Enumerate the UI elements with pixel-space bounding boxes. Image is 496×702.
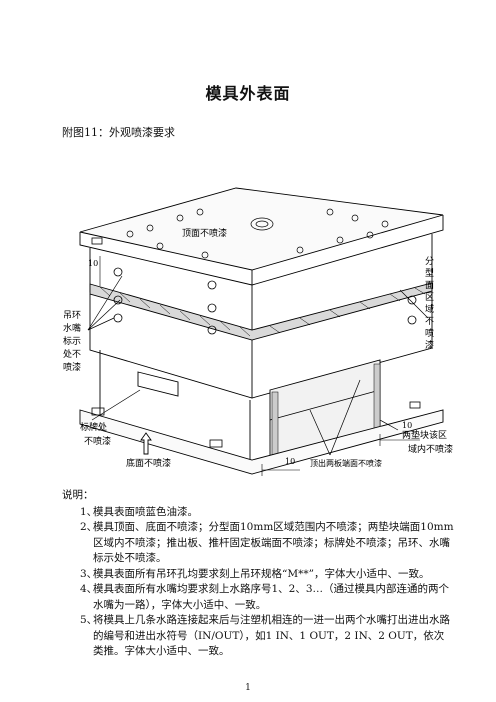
notes-heading: 说明： bbox=[62, 489, 94, 501]
top-plate-holes bbox=[126, 208, 389, 259]
note-text: 模具顶面、底面不喷漆；分型面10mm区域范围内不喷漆；两垫块端面10mm区域内不… bbox=[93, 521, 454, 564]
label-nameplate-1: 标牌处 bbox=[80, 421, 107, 433]
support-block-hatch bbox=[271, 391, 279, 461]
label-parting-7: 喷 bbox=[425, 328, 434, 339]
note-text: 模具表面喷蓝色油漆。 bbox=[93, 505, 198, 518]
page-number: 1 bbox=[245, 683, 251, 693]
label-parting-8: 漆 bbox=[425, 339, 434, 351]
dim-10-right: 10 bbox=[402, 421, 412, 430]
note-item: 5、 将模具上几条水路连接起来后与注塑机相连的一进一出两个水嘴打出进出水路的编号… bbox=[62, 613, 454, 660]
label-support-2: 域内不喷漆 bbox=[408, 443, 453, 455]
note-text: 将模具上几条水路连接起来后与注塑机相连的一进一出两个水嘴打出进出水路的编号和进出… bbox=[93, 614, 450, 657]
label-parting-2: 型 bbox=[425, 268, 434, 279]
dim-10-bottom: 10 bbox=[285, 457, 295, 466]
dim-10-left: 10 bbox=[88, 259, 98, 268]
label-hook-line-4: 处不 bbox=[63, 348, 81, 360]
nameplate bbox=[137, 371, 179, 397]
label-parting-3: 面 bbox=[425, 280, 434, 291]
leader-lines bbox=[87, 275, 429, 456]
label-hook-line-1: 吊环 bbox=[63, 310, 81, 321]
label-hook-line-2: 水嘴 bbox=[63, 322, 81, 334]
mold-drawing: 顶面不喷漆 吊环 水嘴 标示 处不 喷漆 分 型 面 区 域 不 喷 漆 标牌处… bbox=[63, 187, 453, 476]
note-number: 4、 bbox=[80, 583, 98, 595]
label-parting-1: 分 bbox=[425, 256, 434, 267]
label-bottom-no-paint: 底面不喷漆 bbox=[126, 457, 171, 469]
figure-caption: 附图11：外观喷漆要求 bbox=[62, 126, 175, 139]
note-number: 3、 bbox=[80, 567, 98, 580]
note-number: 2、 bbox=[80, 521, 98, 533]
label-parting-5: 域 bbox=[425, 303, 434, 315]
page-title: 模具外表面 bbox=[205, 84, 291, 103]
label-ejector-end: 顶出两板端面不喷漆 bbox=[310, 458, 382, 468]
side-holes bbox=[91, 237, 421, 448]
note-item: 2、 模具顶面、底面不喷漆；分型面10mm区域范围内不喷漆；两垫块端面10mm区… bbox=[62, 520, 454, 567]
note-text: 模具表面所有吊环孔均要求刻上吊环规格“M**”，字体大小适中、一致。 bbox=[93, 567, 430, 580]
note-text: 模具表面所有水嘴均要求刻上水路序号1、2、3…（通过模具内部连通的两个水嘴为一路… bbox=[93, 583, 450, 611]
note-number: 1、 bbox=[80, 505, 98, 518]
note-item: 1、 模具表面喷蓝色油漆。 bbox=[62, 505, 454, 521]
label-parting-6: 不 bbox=[425, 316, 434, 327]
label-nameplate-2: 不喷漆 bbox=[84, 435, 111, 447]
label-support-1: 两垫块该区 bbox=[402, 429, 447, 441]
label-top-no-paint: 顶面不喷漆 bbox=[182, 227, 227, 239]
dimension-lines bbox=[99, 256, 420, 476]
note-item: 4、 模具表面所有水嘴均要求刻上水路序号1、2、3…（通过模具内部连通的两个水嘴… bbox=[62, 582, 454, 613]
note-item: 3、 模具表面所有吊环孔均要求刻上吊环规格“M**”，字体大小适中、一致。 bbox=[62, 567, 454, 583]
bottom-arrow-icon bbox=[140, 432, 152, 455]
label-hook-line-5: 喷漆 bbox=[63, 361, 81, 373]
notes-section: 说明： 1、 模具表面喷蓝色油漆。 2、 模具顶面、底面不喷漆；分型面10mm区… bbox=[62, 488, 454, 660]
parting-band bbox=[89, 282, 433, 341]
label-parting-4: 区 bbox=[425, 292, 434, 303]
label-hook-line-3: 标示 bbox=[63, 335, 81, 347]
note-number: 5、 bbox=[80, 614, 98, 626]
